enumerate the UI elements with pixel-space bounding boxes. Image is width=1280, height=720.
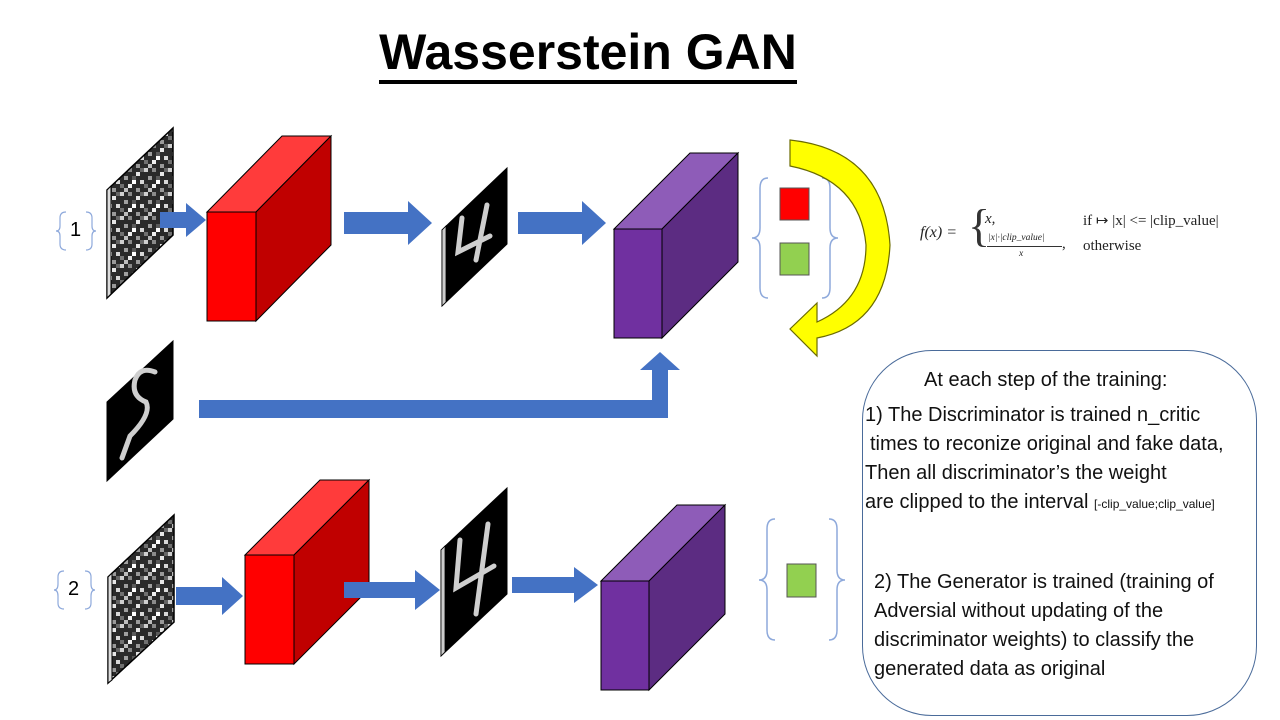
notes-p2-line3: discriminator weights) to classify the (874, 629, 1195, 651)
output-bracket (758, 518, 846, 641)
output-real-square (786, 563, 817, 598)
formula-condition1: if ↦ |x| <= |clip_value| (1083, 213, 1219, 229)
notes-p2-line4: generated data as original (874, 658, 1106, 680)
discriminator-block (599, 503, 727, 692)
training-notes-box (862, 350, 1257, 716)
formula-case2-denominator: x (1019, 249, 1024, 259)
notes-clip-interval: [-clip_value;clip_value] (1094, 497, 1215, 511)
page-title: Wasserstein GAN (378, 22, 798, 84)
discriminator-block (612, 151, 740, 340)
output-bracket (751, 177, 839, 299)
arrow-real-to-discriminator (199, 352, 680, 418)
arrow-noise-to-generator (160, 203, 206, 237)
formula-brace: { (968, 200, 991, 251)
generator-block (243, 478, 371, 666)
output-fake-square (779, 187, 810, 221)
notes-p2-line1: 2) The Generator is trained (training of (874, 571, 1214, 593)
formula-lhs: f(x) = (920, 224, 957, 241)
notes-p1-line2: times to reconize original and fake data… (870, 433, 1224, 455)
formula-case2-comma: , (1062, 236, 1066, 252)
arrow-image-to-discriminator (512, 567, 598, 603)
notes-p1-line1: 1) The Discriminator is trained n_critic (865, 404, 1201, 426)
notes-heading: At each step of the training: (924, 369, 1168, 391)
notes-p2-line2: Adversial without updating of the (874, 600, 1164, 622)
notes-p1-line4: are clipped to the interval [-clip_value… (865, 491, 1215, 513)
notes-p1-line3: Then all discriminator’s the weight (865, 462, 1167, 484)
step-1-bracket (55, 211, 97, 251)
formula-case2-numerator: |x|·|clip_value| (988, 233, 1045, 243)
feedback-loop-arrow (789, 139, 891, 358)
output-real-square (779, 242, 810, 276)
formula-fraction-line (987, 246, 1062, 247)
formula-condition2: otherwise (1083, 238, 1142, 254)
arrow-noise-to-generator (176, 577, 243, 615)
arrow-image-to-discriminator (518, 201, 606, 245)
arrow-generator-to-image (344, 201, 432, 245)
arrow-generator-to-image (344, 570, 440, 610)
generator-block (205, 134, 333, 323)
noise-image-icon (107, 513, 175, 685)
digit-4-image-icon (440, 486, 508, 658)
step-2-label: 2 (68, 578, 80, 600)
step-2-bracket (53, 570, 96, 610)
step-1-label: 1 (70, 219, 82, 241)
digit-4-image-icon (441, 166, 508, 308)
noise-image-icon (106, 126, 174, 300)
digit-5-image-icon (106, 339, 174, 483)
formula-case1: x, (985, 211, 996, 227)
